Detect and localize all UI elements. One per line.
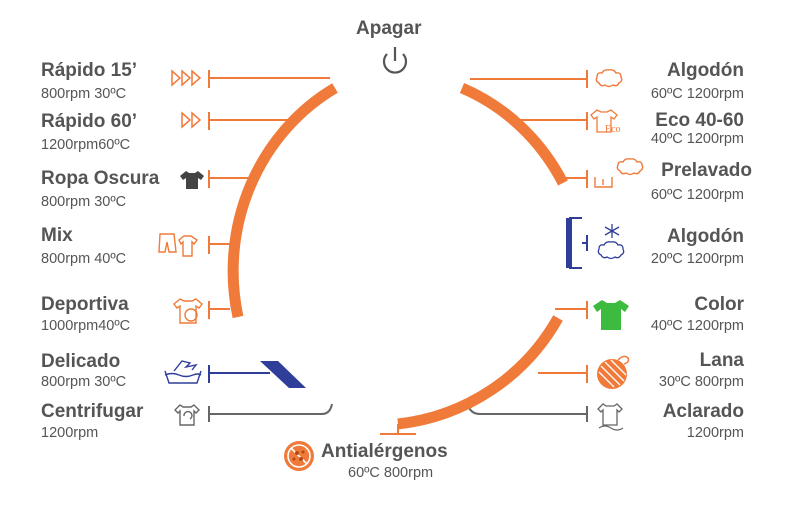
cold-segment — [566, 217, 588, 269]
program-color-spec: 40ºC 1200rpm — [650, 318, 744, 334]
right-upper-arc — [459, 82, 568, 186]
sport-shirt-icon — [173, 298, 203, 324]
right-leader-lines — [470, 70, 588, 383]
program-rapido-60-spec: 1200rpm60ºC — [41, 137, 131, 153]
power-icon[interactable] — [378, 44, 412, 78]
eco-shirt-icon-text: Eco — [605, 124, 621, 135]
program-antialergenos-spec: 60ºC 800rpm — [348, 465, 434, 481]
program-deportiva-name[interactable]: Deportiva — [41, 294, 129, 315]
anti-allergen-icon — [284, 441, 314, 471]
program-eco-40-60-name[interactable]: Eco 40-60 — [655, 110, 744, 131]
program-rapido-15-name[interactable]: Rápido 15’ — [41, 60, 138, 81]
program-algodon-20-name[interactable]: Algodón — [666, 226, 744, 247]
program-color-name[interactable]: Color — [694, 294, 744, 315]
program-rapido-60-name[interactable]: Rápido 60’ — [41, 111, 138, 132]
power-label: Apagar — [356, 18, 422, 39]
color-shirt-icon — [593, 300, 629, 330]
program-prelavado-name[interactable]: Prelavado — [661, 160, 752, 181]
program-algodon-20-spec: 20ºC 1200rpm — [650, 251, 744, 267]
cotton-icon — [595, 69, 623, 88]
program-delicado-spec: 800rpm 30ºC — [41, 374, 127, 390]
program-lana-name[interactable]: Lana — [699, 350, 744, 371]
cold-cotton-icon — [597, 224, 625, 260]
program-mix-spec: 800rpm 40ºC — [41, 251, 127, 267]
right-lower-arc — [397, 315, 563, 430]
delicado-leader — [208, 365, 270, 383]
prewash-icon — [594, 158, 644, 188]
program-algodon-60-spec: 60ºC 1200rpm — [650, 86, 744, 102]
program-centrifugar-name[interactable]: Centrifugar — [41, 401, 144, 422]
double-arrow-icon — [181, 111, 202, 129]
eco-shirt-icon: Eco — [590, 109, 621, 135]
mixed-clothes-icon — [158, 233, 199, 257]
aclarado-leader — [467, 403, 588, 422]
wool-icon — [597, 355, 630, 389]
program-lana-spec: 30ºC 800rpm — [658, 374, 744, 390]
program-delicado-name[interactable]: Delicado — [41, 351, 121, 372]
program-deportiva-spec: 1000rpm40ºC — [41, 318, 131, 334]
antialergenos-leader — [380, 424, 416, 435]
program-ropa-oscura-name[interactable]: Ropa Oscura — [41, 168, 160, 189]
program-antialergenos-name[interactable]: Antialérgenos — [321, 441, 448, 462]
program-aclarado-name[interactable]: Aclarado — [662, 401, 744, 422]
program-mix-name[interactable]: Mix — [41, 225, 73, 246]
hand-wash-icon — [164, 360, 202, 384]
spin-icon — [174, 404, 200, 426]
left-leader-lines — [208, 70, 330, 319]
rinse-icon — [597, 403, 624, 431]
program-algodon-60-name[interactable]: Algodón — [666, 60, 744, 81]
delicado-marker — [260, 361, 306, 388]
program-rapido-15-spec: 800rpm 30ºC — [41, 86, 127, 102]
dark-shirt-icon — [180, 171, 204, 189]
program-prelavado-spec: 60ºC 1200rpm — [650, 187, 744, 203]
centrifugar-leader — [208, 403, 333, 422]
program-centrifugar-spec: 1200rpm — [41, 425, 99, 441]
triple-arrow-icon — [171, 69, 202, 87]
left-dial-arc — [227, 83, 338, 319]
program-ropa-oscura-spec: 800rpm 30ºC — [41, 194, 127, 210]
program-eco-40-60-spec: 40ºC 1200rpm — [650, 131, 744, 147]
program-aclarado-spec: 1200rpm — [686, 425, 744, 441]
